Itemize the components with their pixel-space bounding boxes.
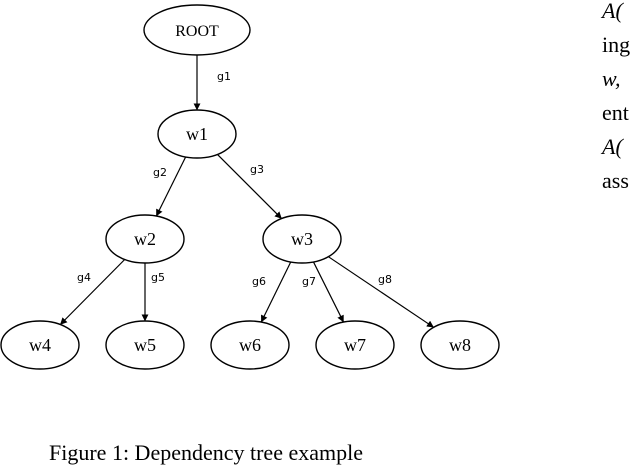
node-ellipse	[315, 320, 395, 370]
node-w1: w1	[157, 109, 237, 159]
text-fragment: w,	[602, 66, 621, 91]
node-w3: w3	[262, 214, 342, 264]
node-label: w5	[134, 335, 156, 355]
node-w5: w5	[105, 320, 185, 370]
node-ellipse	[0, 320, 80, 370]
node-label: w6	[239, 335, 261, 355]
text-fragment: A(	[602, 134, 623, 159]
edge-label-g5: g5	[151, 271, 165, 284]
node-w4: w4	[0, 320, 80, 370]
edge-arrow-g4	[59, 259, 126, 325]
node-label: ROOT	[175, 23, 219, 40]
edge-label-g2: g2	[153, 166, 167, 179]
edge-arrow-g2	[155, 156, 187, 217]
edge-label-g4: g4	[77, 271, 91, 284]
node-label: w8	[449, 335, 471, 355]
text-fragment: ent	[602, 100, 629, 125]
text-fragment: A(	[602, 0, 623, 23]
edge-arrow-g7	[312, 261, 345, 323]
edge-label-g1: g1	[217, 70, 231, 83]
edge-label-g3: g3	[250, 163, 264, 176]
edge-label-g7: g7	[302, 275, 316, 288]
node-w6: w6	[210, 320, 290, 370]
node-label: w1	[186, 124, 208, 144]
edge-arrow-g3	[217, 154, 282, 219]
text-fragment: ass	[602, 168, 629, 193]
node-ellipse	[420, 320, 500, 370]
node-w8: w8	[420, 320, 500, 370]
node-ellipse	[143, 4, 251, 56]
node-ellipse	[157, 109, 237, 159]
node-w2: w2	[105, 214, 185, 264]
adjacent-column-text: A( ing w, ent A( ass	[602, 0, 630, 198]
node-ellipse	[105, 320, 185, 370]
node-label: w3	[291, 229, 313, 249]
node-label: w4	[29, 335, 51, 355]
edge-label-g8: g8	[378, 273, 392, 286]
tree-nodes: ROOT w1 w2 w3 w4 w5 w6 w7 w8	[0, 4, 500, 370]
node-w7: w7	[315, 320, 395, 370]
node-ellipse	[105, 214, 185, 264]
node-label: w2	[134, 229, 156, 249]
tree-edges: g1 g2 g3 g4 g5 g6 g7 g8	[59, 55, 434, 328]
figure-caption: Figure 1: Dependency tree example	[49, 440, 363, 465]
node-label: w7	[344, 335, 366, 355]
node-root: ROOT	[143, 4, 251, 56]
edge-arrow-g6	[260, 261, 292, 323]
node-ellipse	[210, 320, 290, 370]
node-ellipse	[262, 214, 342, 264]
text-fragment: ing	[602, 32, 631, 57]
edge-arrow-g8	[328, 256, 434, 328]
edge-label-g6: g6	[252, 275, 266, 288]
